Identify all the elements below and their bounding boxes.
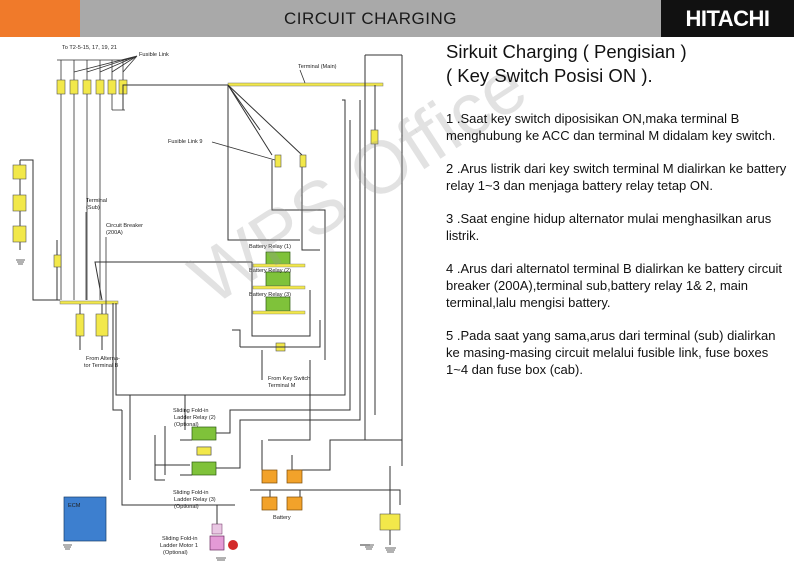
header-accent-block xyxy=(0,0,80,37)
fusible-link-fuse xyxy=(107,79,117,95)
panel-title-line1: Sirkuit Charging ( Pengisian ) xyxy=(446,41,687,62)
panel-item-3: 3 .Saat engine hidup alternator mulai me… xyxy=(446,211,772,243)
label-terminal-main: Terminal (Main) xyxy=(298,64,337,70)
label-fusible-link-9: Fusible Link 9 xyxy=(168,139,203,145)
terminal-sub-bar xyxy=(59,300,119,305)
circuit-fuse xyxy=(75,313,85,337)
left-diode xyxy=(12,194,27,212)
sliding-relay-3-diode xyxy=(196,446,212,456)
battery-relay-2 xyxy=(265,271,291,287)
page-title: CIRCUIT CHARGING xyxy=(284,8,457,28)
motor-indicator-icon xyxy=(228,540,238,550)
label-to-t2: To T2-5-15, 17, 19, 21 xyxy=(62,45,117,51)
label-battery-relay-3: Battery Relay (3) xyxy=(249,292,291,298)
label-sliding-relay-3-1: Sliding Fold-in xyxy=(173,490,208,496)
description-panel: Sirkuit Charging ( Pengisian ) ( Key Swi… xyxy=(446,40,790,378)
relay-bar-2 xyxy=(252,285,306,290)
panel-title-line2: ( Key Switch Posisi ON ). xyxy=(446,65,653,86)
battery-cell-2 xyxy=(286,469,303,484)
label-circuit-breaker-1: Circuit Breaker xyxy=(106,223,143,229)
fusible-link-9b xyxy=(299,154,307,168)
label-from-alternator-1: From Alterna- xyxy=(86,356,120,362)
battery-cell-4 xyxy=(286,496,303,511)
label-sliding-motor-2: Ladder Motor 1 xyxy=(160,543,198,549)
sliding-relay-3 xyxy=(191,461,217,476)
battery-cell-1 xyxy=(261,469,278,484)
label-sliding-relay-3-2: Ladder Relay (3) xyxy=(174,497,216,503)
label-terminal-sub-2: (Sub) xyxy=(86,205,100,211)
label-from-key-switch-2: Terminal M xyxy=(268,383,296,389)
fusible-link-fuse xyxy=(82,79,92,95)
brand-block: HITACHI xyxy=(661,0,794,37)
panel-item-2: 2 .Arus listrik dari key switch terminal… xyxy=(446,161,787,193)
circuit-diagram: To T2-5-15, 17, 19, 21 Fusible Link Term… xyxy=(12,45,403,561)
ground-fuse-block xyxy=(379,513,401,531)
label-from-alternator-2: tor Terminal B xyxy=(84,363,119,369)
header-bar: CIRCUIT CHARGING xyxy=(80,0,661,37)
label-sliding-relay-2-2: Ladder Relay (2) xyxy=(174,415,216,421)
panel-item-1: 1 .Saat key switch diposisikan ON,maka t… xyxy=(446,111,776,143)
relay-bar-3 xyxy=(252,310,306,315)
small-fuse xyxy=(53,254,62,268)
label-sliding-relay-2-1: Sliding Fold-in xyxy=(173,408,208,414)
sliding-relay-2 xyxy=(191,426,217,441)
fusible-link-fuse xyxy=(69,79,79,95)
label-ecm: ECM xyxy=(68,503,81,509)
label-sliding-motor-1: Sliding Fold-in xyxy=(162,536,197,542)
label-sliding-motor-3: (Optional) xyxy=(163,550,188,556)
fusible-link-group xyxy=(56,55,138,300)
fusible-link-9 xyxy=(274,154,282,168)
fusible-link-fuse xyxy=(95,79,105,95)
battery-cell-3 xyxy=(261,496,278,511)
circuit-breaker xyxy=(95,313,109,337)
panel-item-5: 5 .Pada saat yang sama,arus dari termina… xyxy=(446,328,776,377)
left-fuse xyxy=(12,164,27,180)
label-battery-relay-1: Battery Relay (1) xyxy=(249,244,291,250)
label-sliding-relay-2-3: (Optional) xyxy=(174,422,199,428)
left-diode-2 xyxy=(12,225,27,243)
fusible-link-fuse xyxy=(56,79,66,95)
sliding-motor xyxy=(209,535,225,551)
label-sliding-relay-3-3: (Optional) xyxy=(174,504,199,510)
label-circuit-breaker-2: (200A) xyxy=(106,230,123,236)
label-from-key-switch-1: From Key Switch xyxy=(268,376,310,382)
panel-item-4: 4 .Arus dari alternatol terminal B diali… xyxy=(446,261,782,310)
terminal-main-bar xyxy=(227,82,384,87)
label-battery: Battery xyxy=(273,515,291,521)
fuse-right xyxy=(370,129,379,145)
relay-bar-1 xyxy=(252,263,306,268)
label-terminal-sub-1: Terminal xyxy=(86,198,107,204)
motor-connector xyxy=(211,523,223,535)
ecm-box xyxy=(63,496,107,542)
brand-logo: HITACHI xyxy=(685,5,770,31)
label-battery-relay-2: Battery Relay (2) xyxy=(249,268,291,274)
battery-relay-3 xyxy=(265,296,291,312)
label-fusible-link: Fusible Link xyxy=(139,52,169,58)
